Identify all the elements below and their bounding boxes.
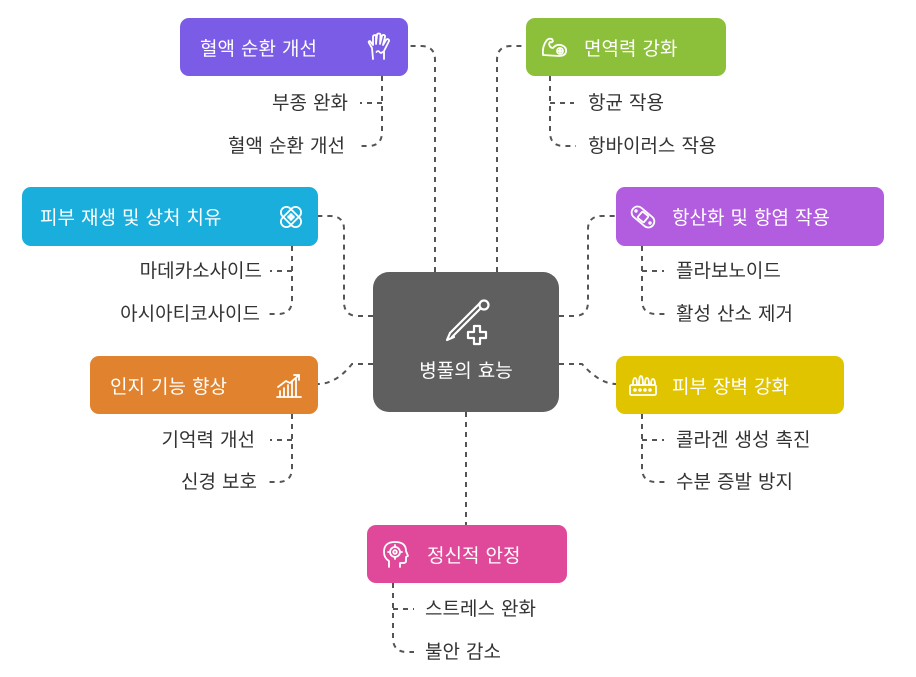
connector-antioxidant: [559, 215, 616, 317]
cognitive-item-1: 기억력 개선: [161, 429, 255, 451]
cognitive-item-2: 신경 보호: [181, 471, 257, 493]
connector-cognitive-items: [268, 414, 293, 483]
branch-antioxidant[interactable]: 항산화 및 항염 작용: [616, 187, 884, 246]
branch-skin-regeneration[interactable]: 피부 재생 및 상처 치유: [22, 187, 318, 246]
branch-title: 정신적 안정: [427, 544, 521, 567]
skin-regen-item-2: 아시아티코사이드: [120, 303, 260, 325]
immune-item-1: 항균 작용: [588, 92, 664, 114]
bandage-icon: [628, 202, 658, 232]
hand-icon: [364, 32, 394, 62]
center-node[interactable]: 병풀의 효능: [373, 272, 559, 412]
antioxidant-item-1: 플라보노이드: [676, 260, 781, 282]
skin-regen-item-1: 마데카소사이드: [139, 260, 262, 282]
skin-layer-icon: [628, 370, 658, 400]
connector-immune-items: [549, 76, 576, 147]
center-title: 병풀의 효능: [419, 360, 513, 382]
branch-skin-barrier[interactable]: 피부 장벽 강화: [616, 356, 844, 414]
connector-skin-regen-items: [268, 246, 293, 315]
skin-barrier-item-1: 콜라겐 생성 촉진: [676, 429, 811, 451]
branch-mental-stability[interactable]: 정신적 안정: [367, 525, 567, 583]
immune-item-2: 항바이러스 작용: [588, 135, 717, 157]
flexed-arm-icon: [540, 32, 570, 62]
blood-item-1: 부종 완화: [272, 92, 348, 114]
branch-title: 피부 재생 및 상처 치유: [40, 207, 222, 229]
growth-chart-icon: [274, 370, 304, 400]
head-target-icon: [381, 539, 411, 569]
mental-item-1: 스트레스 완화: [425, 598, 536, 620]
branch-blood-circulation[interactable]: 혈액 순환 개선: [180, 18, 408, 76]
antioxidant-item-2: 활성 산소 제거: [676, 303, 793, 325]
mental-item-2: 불안 감소: [425, 641, 501, 663]
branch-title: 혈액 순환 개선: [200, 37, 317, 60]
connector-antioxidant-items: [641, 246, 666, 315]
skin-barrier-item-2: 수분 증발 방지: [676, 471, 793, 493]
branch-title: 면역력 강화: [584, 37, 678, 60]
connector-immune: [496, 45, 526, 272]
blood-item-2: 혈액 순환 개선: [228, 135, 345, 157]
connector-mental-items: [392, 583, 414, 653]
connector-blood: [408, 45, 436, 272]
connector-skin-barrier: [559, 363, 617, 385]
connector-skin-regen: [318, 215, 373, 317]
connector-blood-items: [358, 76, 383, 147]
branch-title: 피부 장벽 강화: [672, 375, 789, 398]
connector-cognitive: [317, 363, 373, 385]
branch-cognitive[interactable]: 인지 기능 향상: [90, 356, 318, 414]
branch-title: 항산화 및 항염 작용: [672, 207, 830, 229]
branch-title: 인지 기능 향상: [110, 375, 227, 398]
connector-skin-barrier-items: [641, 414, 666, 483]
branch-immunity[interactable]: 면역력 강화: [526, 18, 726, 76]
bandage-icon: [276, 202, 306, 232]
syringe-plus-icon: [444, 296, 492, 354]
